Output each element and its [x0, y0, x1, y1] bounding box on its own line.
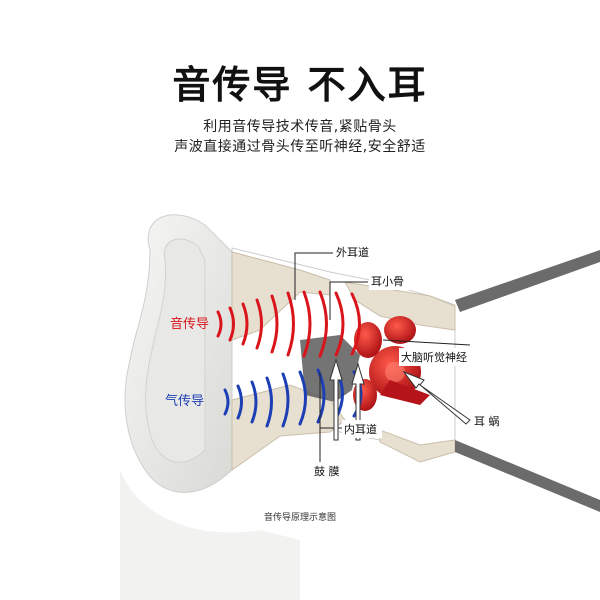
- subtitle-line-2: 声波直接通过骨头传至听神经,安全舒适: [174, 139, 426, 155]
- subtitle-line-1: 利用音传导技术传音,紧贴骨头: [203, 119, 397, 135]
- sound-waves: [216, 290, 361, 358]
- label-air-conduction: 气传导: [165, 393, 204, 409]
- page-title: 音传导 不入耳: [172, 63, 428, 107]
- label-outer-ear-canal: 外耳道: [336, 245, 369, 259]
- diagram-caption: 音传导原理示意图: [263, 513, 336, 523]
- arrows: [329, 358, 471, 441]
- label-ossicles: 耳小骨: [371, 275, 404, 288]
- label-auditory-nerve: 大脑听觉神经: [401, 350, 467, 364]
- label-sound-conduction: 音传导: [170, 316, 209, 332]
- ear-outline: [120, 214, 300, 600]
- label-cochlea: 耳 蜗: [474, 415, 500, 428]
- label-boxes: [312, 243, 502, 480]
- label-inner-ear-canal: 内耳道: [344, 422, 377, 436]
- label-eardrum: 鼓 膜: [314, 464, 340, 478]
